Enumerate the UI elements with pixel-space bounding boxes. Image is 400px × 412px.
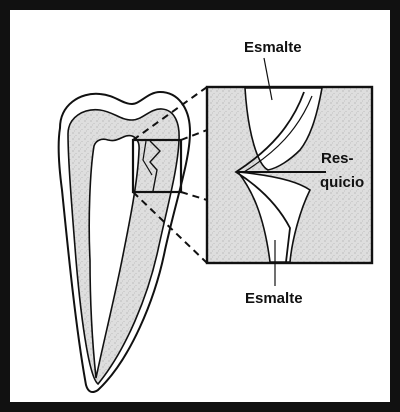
label-gap-line1: Res- <box>321 150 354 167</box>
label-enamel-top: Esmalte <box>244 39 302 56</box>
label-enamel-bottom: Esmalte <box>245 290 303 307</box>
label-gap-line2: quicio <box>320 174 364 191</box>
